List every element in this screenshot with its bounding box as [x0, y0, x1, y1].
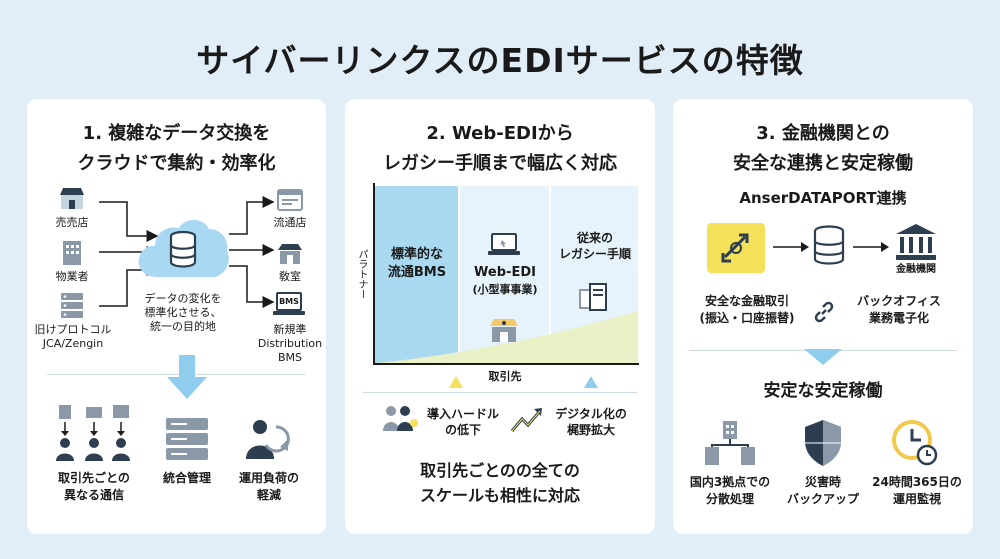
server-icon — [60, 292, 84, 320]
source-label-protocol: 旧けプロトコル JCA/Zengin — [34, 323, 112, 350]
card1-divider — [47, 374, 306, 375]
bms-badge: BMS — [279, 297, 299, 306]
refresh-person-icon — [244, 417, 292, 461]
bottom-label-integrated: 統合管理 — [162, 471, 211, 485]
shield-icon — [803, 419, 843, 467]
backup-label: 災害時 バックアップ — [786, 475, 859, 506]
card2-footer: 取引先ごとのの全ての スケールも相性に対応 — [419, 461, 580, 505]
source-label-store: 売売店 — [55, 216, 89, 229]
down-arrow-icon — [167, 355, 207, 399]
marker-triangle-yellow — [449, 376, 463, 388]
distributed-label: 国内3拠点での 分散処理 — [689, 475, 771, 506]
source-label-vendor: 物業者 — [55, 270, 89, 283]
bank-icon — [895, 223, 937, 261]
outbound-arrows — [229, 196, 275, 308]
card2-divider — [363, 392, 637, 393]
card2-heading: 2. Web-EDIから レガシー手順まで幅広く対応 — [383, 123, 617, 174]
card1-heading: 1. 複雑なデータ交換を クラウドで集約・効率化 — [77, 123, 276, 174]
link-icon — [813, 301, 835, 323]
small-shop-icon — [489, 317, 519, 343]
partner-communication-icon — [55, 405, 133, 463]
x-axis-label: 取引先 — [488, 370, 522, 383]
window-icon — [277, 189, 303, 211]
target-label-bms: 新規準 Distribution BMS — [257, 323, 323, 364]
segment-legacy-label: 従来の レガシー手順 — [558, 231, 631, 261]
server-stack-icon — [165, 417, 209, 461]
card-web-edi: 2. Web-EDIから レガシー手順まで幅広く対応 パラトナー 取引先 標準的… — [345, 99, 655, 534]
trend-up-icon — [510, 405, 544, 433]
shop-icon — [277, 243, 303, 265]
target-label-classroom: 敎室 — [279, 270, 301, 283]
exchange-yellow-icon — [707, 223, 765, 273]
secure-finance-label: 安全な金融取引 (振込・口座振替) — [699, 294, 795, 325]
card-data-exchange: 1. 複雑なデータ交換を クラウドで集約・効率化 売売店 物業者 旧けプロトコル… — [27, 99, 326, 534]
laptop-icon — [488, 233, 520, 257]
marker-triangle-blue — [584, 376, 598, 388]
segment-bms-label: 標準的な 流通BMS — [387, 247, 447, 280]
clock-icon — [891, 419, 939, 467]
laptop-bms-icon: BMS — [273, 292, 305, 318]
monitoring-label: 24時間365日の 運用監視 — [872, 475, 962, 506]
bottom-label-communication: 取引先ごとの 異なる通信 — [58, 471, 130, 502]
card-finance: 3. 金融機関との 安全な連携と安定稼働 AnserDATAPORT連携 金融機… — [673, 99, 973, 534]
growth-wedge — [374, 311, 638, 363]
down-chevron-icon — [804, 349, 842, 365]
target-label-distribution: 流通店 — [273, 216, 307, 229]
cloud-icon — [135, 213, 231, 283]
segment-divider-2 — [549, 186, 551, 363]
cloud-caption: データの変化を 標準化させる、 統一の目的地 — [144, 292, 222, 333]
y-axis — [373, 183, 375, 365]
database-icon — [813, 225, 845, 265]
y-axis-label: パラトナー — [356, 249, 367, 299]
network-buildings-icon — [703, 419, 757, 467]
store-icon — [59, 186, 85, 210]
backoffice-label: バックオフィス 業務電子化 — [857, 294, 941, 325]
benefit-expand-digital: デジタル化の 梶野拡大 — [555, 407, 627, 437]
bank-label: 金融機関 — [896, 264, 936, 275]
page-title: サイバーリンクスのEDIサービスの特徴 — [196, 41, 804, 80]
stable-operation-title: 安定な安定稼働 — [763, 381, 883, 401]
card3-heading: 3. 金融機関との 安全な連携と安定稼働 — [733, 123, 913, 174]
building-icon — [61, 239, 83, 265]
legacy-server-icon — [578, 282, 608, 312]
arrow-to-bank — [853, 242, 889, 252]
segment-divider-1 — [458, 186, 460, 363]
segment-webedi-label: Web-EDI (小型事事業) — [472, 265, 538, 296]
x-axis — [373, 363, 639, 365]
bottom-label-load: 運用負荷の 軽減 — [238, 471, 299, 502]
benefit-lower-barrier: 導入ハードル の低下 — [426, 407, 499, 437]
segment-bms — [374, 186, 458, 363]
anserdataport-subtitle: AnserDATAPORT連携 — [739, 189, 907, 207]
arrow-to-db — [773, 242, 809, 252]
team-icon — [383, 403, 419, 433]
